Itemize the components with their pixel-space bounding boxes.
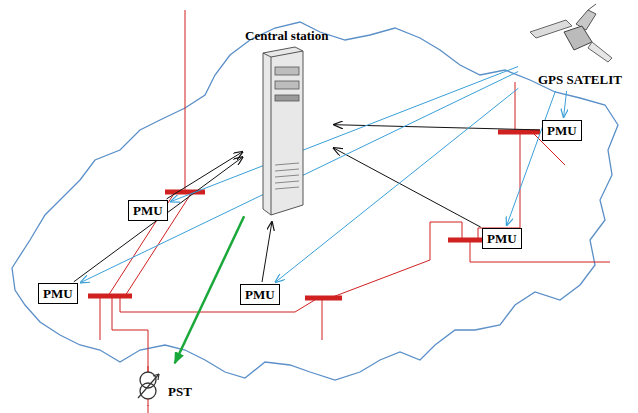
node-label: PST <box>168 384 194 399</box>
pmu-box: PMU <box>542 120 582 141</box>
pmu-box: PMU <box>128 200 168 221</box>
busbars <box>88 132 540 298</box>
gps-sync-line <box>507 91 556 225</box>
phase-shifting-transformer-symbol <box>134 366 164 406</box>
satellite-icon <box>526 2 616 64</box>
pmu-label: PMU <box>43 286 73 301</box>
data-link-arrow <box>334 148 481 227</box>
data-link-arrow <box>167 152 243 199</box>
pmu-label: PMU <box>133 203 163 218</box>
server-icon <box>257 45 305 217</box>
control-arrow <box>175 216 244 363</box>
pmu-label: PMU <box>547 123 577 138</box>
central-station-node: Central station <box>245 28 331 219</box>
gps-sync-line <box>171 67 518 202</box>
gps-sync-line <box>276 88 519 282</box>
country-outline <box>12 22 618 380</box>
pmu-box: PMU <box>482 228 522 249</box>
gps-sync-line <box>564 91 567 117</box>
pst-node: PST <box>134 366 194 406</box>
pmu-box: PMU <box>240 284 280 305</box>
gps-satellite-node: GPS SATELIT <box>520 2 624 89</box>
node-label: Central station <box>245 28 331 43</box>
pmu-label: PMU <box>487 231 517 246</box>
pmu-box: PMU <box>38 283 78 304</box>
data-link-arrow <box>262 222 272 282</box>
node-label: GPS SATELIT <box>538 72 624 87</box>
power-lines <box>100 10 610 413</box>
data-link-arrow <box>334 125 540 130</box>
pmu-label: PMU <box>245 287 275 302</box>
data-link-arrow <box>74 157 243 282</box>
